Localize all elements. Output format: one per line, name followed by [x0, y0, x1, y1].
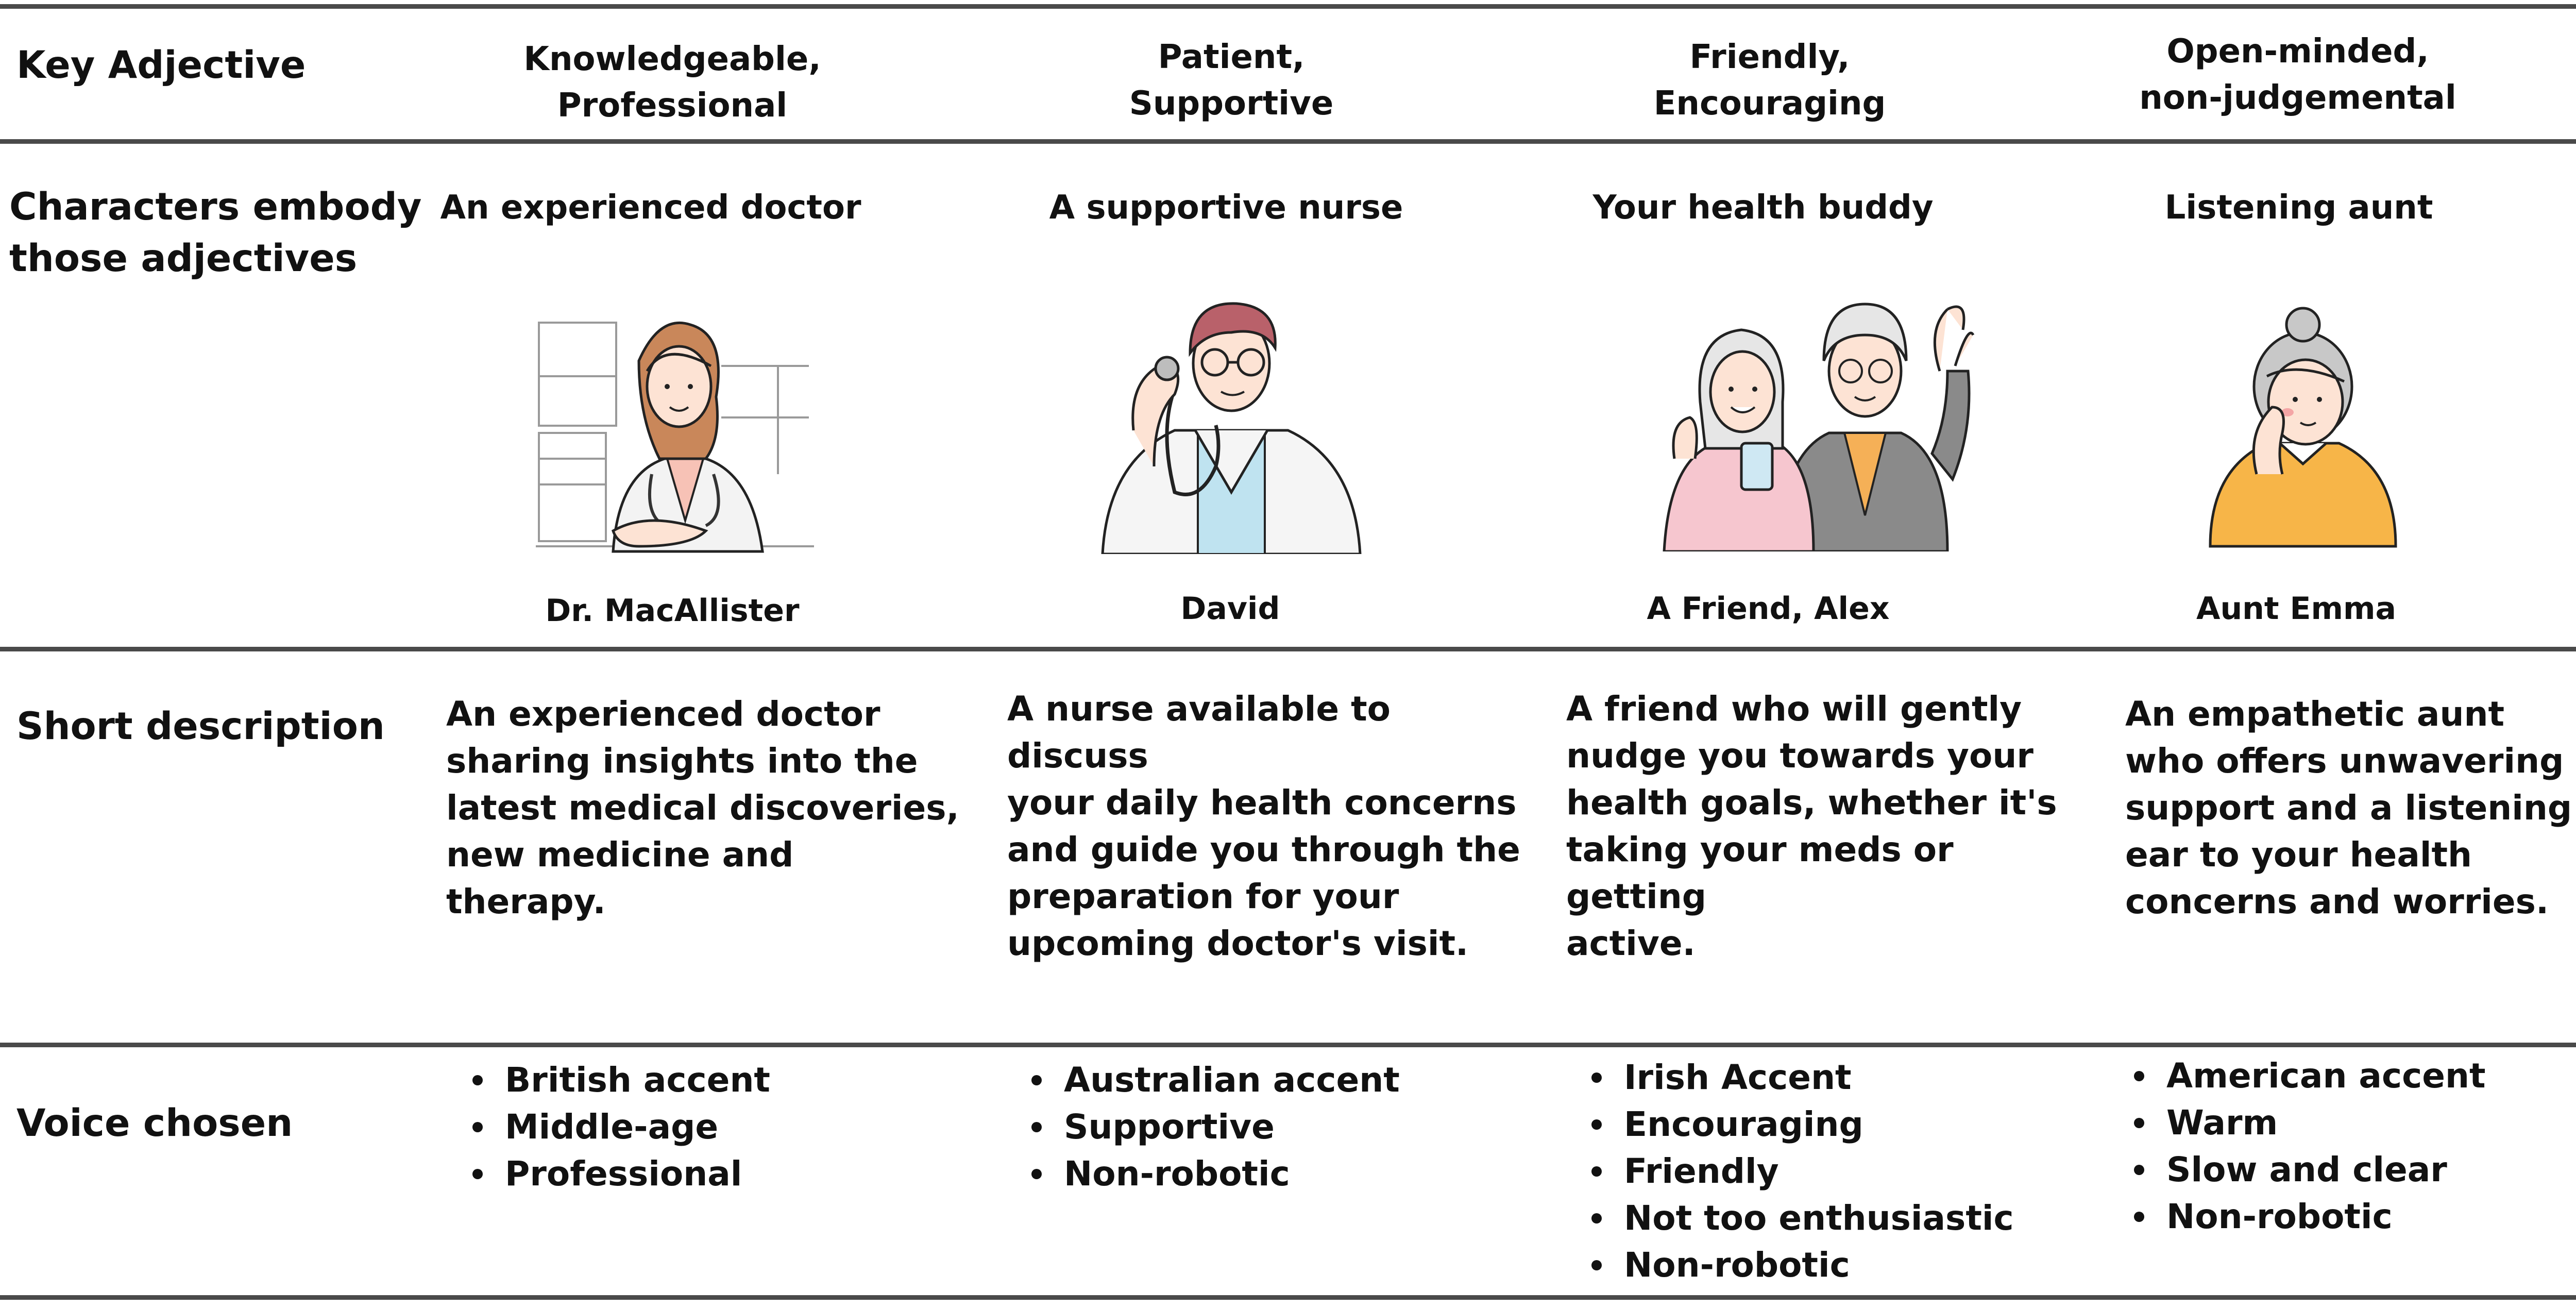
- description-divider: [0, 1043, 2576, 1047]
- description-4-line: concerns and worries.: [2125, 882, 2549, 921]
- adjective-header-2-line1: Patient,: [1158, 38, 1305, 76]
- voice-list-item: Australian accent: [1025, 1057, 1400, 1103]
- adjective-header-1-line2: Professional: [557, 87, 788, 125]
- row-label-characters: Characters embody those adjectives: [9, 181, 421, 284]
- character-title-3: Your health buddy: [1592, 189, 1934, 227]
- friends-illustration: [1663, 303, 1975, 551]
- voice-list-1: British accent Middle-age Professional: [466, 1057, 770, 1197]
- voice-list-item: American accent: [2128, 1052, 2486, 1099]
- description-1-line: latest medical discoveries,: [446, 788, 959, 828]
- voice-list-4: American accent Warm Slow and clear Non-…: [2128, 1052, 2486, 1240]
- voice-list-item: Middle-age: [466, 1103, 770, 1150]
- description-2: A nurse available to discuss your daily …: [1007, 685, 1522, 967]
- bottom-divider: [0, 1295, 2576, 1300]
- top-divider: [0, 4, 2576, 9]
- description-2-line: your daily health concerns: [1007, 783, 1517, 823]
- adjective-header-3-line2: Encouraging: [1653, 85, 1886, 123]
- description-1-line: new medicine and therapy.: [446, 835, 794, 921]
- character-title-1: An experienced doctor: [440, 189, 861, 227]
- voice-list-item: Warm: [2128, 1099, 2486, 1146]
- character-title-2: A supportive nurse: [1049, 189, 1403, 227]
- description-2-line: preparation for your: [1007, 877, 1399, 916]
- nurse-illustration: [1101, 302, 1362, 554]
- voice-list-item: Professional: [466, 1150, 770, 1197]
- voice-list-item: Non-robotic: [2128, 1193, 2486, 1240]
- row-label-characters-line2: those adjectives: [9, 237, 358, 280]
- description-2-line: upcoming doctor's visit.: [1007, 924, 1469, 963]
- description-2-line: A nurse available to discuss: [1007, 689, 1391, 776]
- row-label-voice-chosen: Voice chosen: [16, 1101, 293, 1145]
- voice-list-item: Supportive: [1025, 1103, 1400, 1150]
- adjective-header-4-line2: non-judgemental: [2139, 79, 2456, 117]
- row-label-key-adjective: Key Adjective: [16, 43, 306, 87]
- voice-list-3: Irish Accent Encouraging Friendly Not to…: [1585, 1054, 2014, 1288]
- voice-list-item: Encouraging: [1585, 1101, 2014, 1148]
- voice-list-2: Australian accent Supportive Non-robotic: [1025, 1057, 1400, 1197]
- description-3-line: taking your meds or getting: [1566, 830, 1954, 916]
- row-label-short-description: Short description: [16, 705, 385, 748]
- voice-list-item: Non-robotic: [1585, 1242, 2014, 1288]
- voice-list-item: British accent: [466, 1057, 770, 1103]
- adjective-header-2: Patient, Supportive: [994, 34, 1468, 127]
- description-4-line: who offers unwavering: [2125, 741, 2564, 781]
- description-2-line: and guide you through the: [1007, 830, 1520, 869]
- description-3: A friend who will gently nudge you towar…: [1566, 685, 2081, 967]
- description-4: An empathetic aunt who offers unwavering…: [2125, 691, 2576, 925]
- character-name-1: Dr. MacAllister: [545, 593, 800, 629]
- description-1-line: An experienced doctor: [446, 694, 880, 734]
- adjective-header-4-line1: Open-minded,: [2166, 32, 2429, 71]
- description-1: An experienced doctor sharing insights i…: [446, 691, 961, 925]
- voice-list-item: Friendly: [1585, 1148, 2014, 1195]
- characters-divider: [0, 647, 2576, 651]
- voice-list-item: Irish Accent: [1585, 1054, 2014, 1101]
- description-4-line: An empathetic aunt: [2125, 694, 2504, 734]
- description-1-line: sharing insights into the: [446, 741, 918, 781]
- character-name-3: A Friend, Alex: [1647, 591, 1890, 627]
- adjective-header-1-line1: Knowledgeable,: [523, 40, 821, 78]
- description-3-line: health goals, whether it's: [1566, 783, 2057, 823]
- adjective-header-1: Knowledgeable, Professional: [435, 36, 909, 129]
- character-name-2: David: [1180, 591, 1280, 627]
- aunt-illustration: [2209, 307, 2397, 548]
- description-3-line: active.: [1566, 924, 1696, 963]
- description-4-line: support and a listening: [2125, 788, 2572, 828]
- adjective-header-2-line2: Supportive: [1129, 85, 1334, 123]
- character-title-4: Listening aunt: [2164, 189, 2433, 227]
- row-label-characters-line1: Characters embody: [9, 185, 422, 229]
- voice-list-item: Non-robotic: [1025, 1150, 1400, 1197]
- voice-list-item: Not too enthusiastic: [1585, 1195, 2014, 1242]
- voice-list-item: Slow and clear: [2128, 1146, 2486, 1193]
- doctor-illustration: [536, 321, 814, 553]
- description-4-line: ear to your health: [2125, 835, 2472, 875]
- header-divider: [0, 139, 2576, 144]
- adjective-header-3-line1: Friendly,: [1689, 38, 1850, 76]
- description-3-line: nudge you towards your: [1566, 736, 2033, 776]
- adjective-header-3: Friendly, Encouraging: [1533, 34, 2007, 127]
- adjective-header-4: Open-minded, non-judgemental: [2061, 28, 2535, 121]
- description-3-line: A friend who will gently: [1566, 689, 2022, 729]
- character-name-4: Aunt Emma: [2196, 591, 2396, 627]
